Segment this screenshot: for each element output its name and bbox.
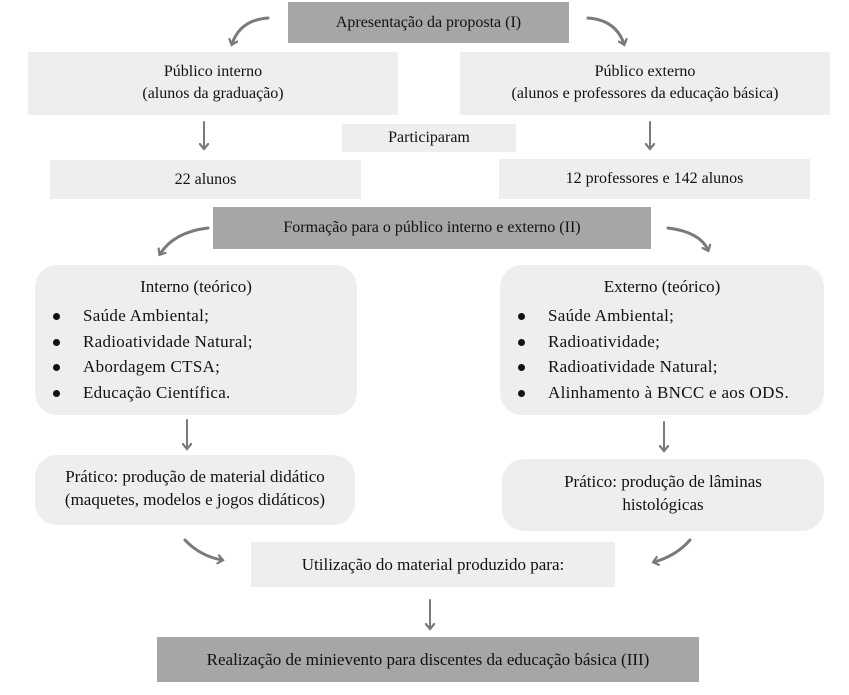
internal-audience-title: Público interno — [163, 63, 263, 80]
external-audience-title: Público externo — [594, 63, 696, 80]
participated-label: Participaram — [388, 129, 470, 146]
internal-theory-box: Interno (teórico) Saúde Ambiental; Radio… — [35, 265, 357, 415]
internal-count-label: 22 alunos — [174, 170, 237, 188]
internal-theory-item: Radioatividade Natural; — [35, 329, 253, 355]
step2-label: Formação para o público interno e extern… — [283, 219, 581, 236]
external-theory-item: Radioatividade; — [500, 329, 789, 355]
internal-audience-box: Público interno (alunos da graduação) — [28, 52, 398, 115]
external-count-box: 12 professores e 142 alunos — [499, 159, 810, 199]
external-practice-box: Prático: produção de lâminas histológica… — [502, 459, 824, 531]
external-practice-title: Prático: produção de lâminas — [564, 472, 762, 491]
participated-box: Participaram — [342, 124, 516, 152]
external-audience-box: Público externo (alunos e professores da… — [460, 52, 830, 115]
step3-box: Realização de minievento para discentes … — [157, 637, 699, 682]
material-use-box: Utilização do material produzido para: — [251, 542, 615, 587]
curved-arrow-mid-right — [666, 226, 708, 250]
external-theory-title: Externo (teórico) — [603, 277, 721, 296]
curved-arrow-top-right — [586, 16, 624, 44]
step3-label: Realização de minievento para discentes … — [206, 650, 650, 669]
step1-label: Apresentação da proposta (I) — [335, 13, 522, 31]
external-audience-detail: (alunos e professores da educação básica… — [511, 85, 779, 102]
curved-arrow-bottom-left — [183, 538, 222, 560]
internal-practice-title: Prático: produção de material didático — [65, 467, 325, 486]
curved-arrow-top-left — [232, 16, 270, 44]
internal-theory-item: Saúde Ambiental; — [35, 303, 253, 329]
step2-box: Formação para o público interno e extern… — [213, 207, 651, 249]
material-use-label: Utilização do material produzido para: — [301, 555, 565, 574]
external-theory-item: Alinhamento à BNCC e aos ODS. — [500, 380, 789, 406]
external-theory-box: Externo (teórico) Saúde Ambiental; Radio… — [500, 265, 824, 415]
internal-theory-item: Educação Científica. — [35, 380, 253, 406]
external-practice-detail: histológicas — [622, 495, 704, 514]
internal-theory-list: Saúde Ambiental; Radioatividade Natural;… — [35, 303, 253, 405]
curved-arrow-mid-left — [160, 226, 210, 254]
external-theory-item: Saúde Ambiental; — [500, 303, 789, 329]
internal-audience-detail: (alunos da graduação) — [142, 85, 284, 102]
internal-practice-detail: (maquetes, modelos e jogos didáticos) — [64, 490, 326, 509]
step1-box: Apresentação da proposta (I) — [288, 2, 569, 43]
internal-practice-box: Prático: produção de material didático (… — [35, 455, 355, 525]
external-theory-item: Radioatividade Natural; — [500, 354, 789, 380]
external-theory-list: Saúde Ambiental; Radioatividade; Radioat… — [500, 303, 789, 405]
internal-count-box: 22 alunos — [50, 160, 361, 199]
external-count-label: 12 professores e 142 alunos — [565, 170, 744, 187]
curved-arrow-bottom-right — [654, 538, 692, 562]
internal-theory-title: Interno (teórico) — [140, 277, 252, 296]
internal-theory-item: Abordagem CTSA; — [35, 354, 253, 380]
